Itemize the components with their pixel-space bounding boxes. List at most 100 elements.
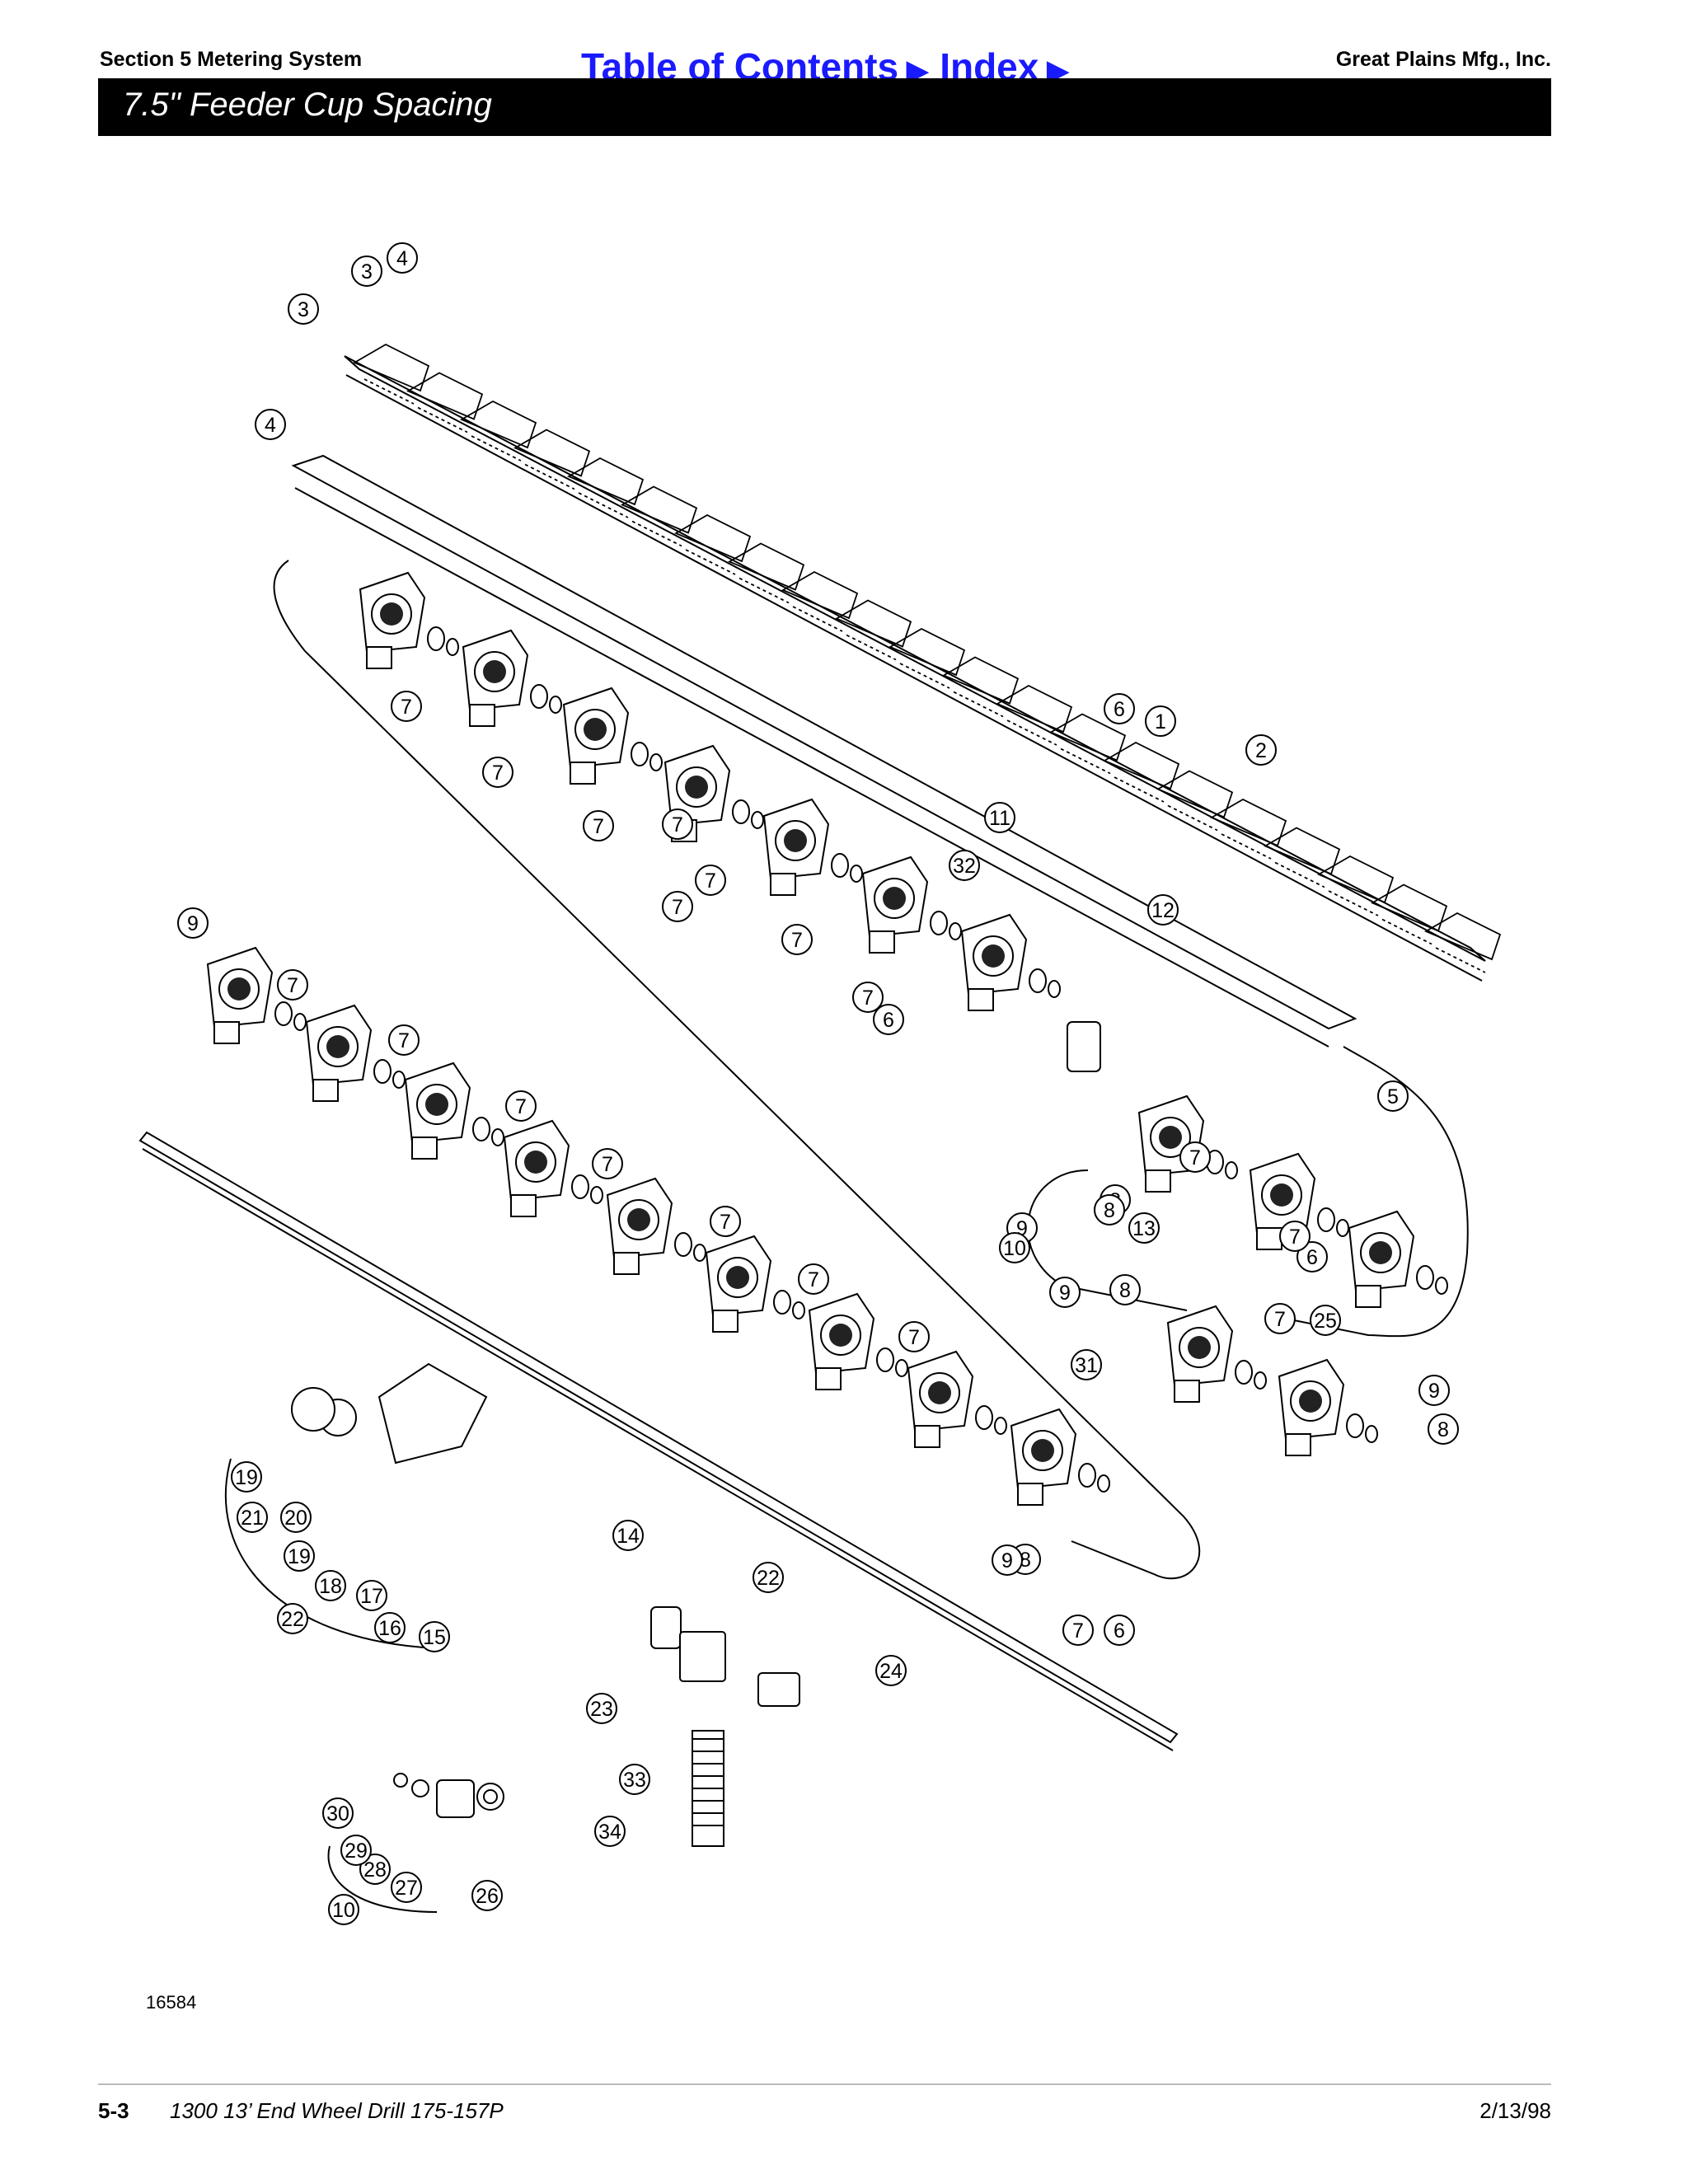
callout-4: 4: [255, 409, 286, 440]
feeder-cup: [808, 1292, 908, 1390]
callout-18: 18: [315, 1570, 346, 1601]
callout-7: 7: [277, 969, 308, 1001]
svg-text:11: 11: [989, 807, 1010, 830]
svg-text:8: 8: [1119, 1279, 1131, 1302]
callout-10: 10: [328, 1894, 359, 1925]
callout-29: 29: [340, 1835, 372, 1866]
page-number: 5-3: [98, 2098, 129, 2123]
callout-25: 25: [1310, 1305, 1341, 1336]
svg-text:12: 12: [1151, 899, 1175, 922]
callout-28: 28: [359, 1854, 391, 1885]
callout-7: 7: [1179, 1141, 1211, 1173]
callout-8: 8: [1094, 1194, 1125, 1226]
feeder-cup: [1348, 1210, 1448, 1308]
feeder-cup: [359, 571, 459, 669]
feeder-cup-row: [206, 571, 1448, 1506]
callout-33: 33: [619, 1764, 650, 1795]
callout-30: 30: [322, 1797, 354, 1829]
callout-7: 7: [798, 1263, 829, 1295]
svg-text:7: 7: [720, 1211, 731, 1234]
svg-text:8: 8: [1104, 1199, 1115, 1222]
callout-16: 16: [374, 1612, 406, 1643]
callout-5: 5: [1377, 1080, 1409, 1112]
svg-text:7: 7: [1072, 1619, 1084, 1643]
callout-34: 34: [594, 1816, 626, 1847]
svg-text:7: 7: [791, 929, 803, 952]
feeder-cup: [1249, 1152, 1349, 1250]
svg-text:17: 17: [360, 1585, 383, 1608]
svg-text:8: 8: [1020, 1549, 1031, 1572]
svg-text:7: 7: [705, 869, 716, 893]
svg-text:19: 19: [235, 1466, 258, 1489]
svg-text:7: 7: [401, 696, 412, 719]
svg-text:7: 7: [908, 1326, 920, 1349]
callout-19: 19: [231, 1461, 262, 1493]
svg-text:7: 7: [672, 813, 683, 837]
section-label: Section 5 Metering System: [100, 48, 363, 71]
callout-7: 7: [505, 1090, 537, 1122]
feeder-cup: [404, 1062, 504, 1160]
hex-shaft: [138, 1131, 1179, 1751]
callout-8: 8: [1428, 1413, 1459, 1445]
svg-text:9: 9: [1059, 1282, 1071, 1305]
callout-31: 31: [1071, 1349, 1102, 1380]
callout-22: 22: [753, 1562, 784, 1593]
svg-text:13: 13: [1132, 1217, 1156, 1240]
callout-24: 24: [875, 1655, 907, 1686]
feeder-cup: [960, 913, 1061, 1011]
svg-text:2: 2: [1255, 739, 1267, 762]
callout-10: 10: [999, 1232, 1030, 1263]
callout-13: 13: [1128, 1212, 1160, 1244]
svg-text:6: 6: [1114, 698, 1125, 721]
feeder-cup: [861, 855, 962, 954]
svg-text:29: 29: [345, 1840, 368, 1863]
callout-7: 7: [1279, 1221, 1311, 1252]
callout-7: 7: [898, 1321, 930, 1352]
callout-9: 9: [1418, 1375, 1450, 1406]
svg-text:25: 25: [1314, 1310, 1337, 1333]
svg-text:15: 15: [423, 1626, 446, 1649]
svg-text:3: 3: [361, 260, 373, 284]
svg-text:7: 7: [862, 987, 874, 1010]
callout-7: 7: [695, 865, 726, 896]
feeder-cup: [1010, 1408, 1110, 1506]
feeder-cup: [762, 798, 863, 896]
svg-text:3: 3: [298, 298, 309, 321]
callout-14: 14: [612, 1520, 644, 1551]
callout-2: 2: [1245, 734, 1277, 766]
svg-text:22: 22: [281, 1608, 304, 1631]
svg-text:7: 7: [672, 896, 683, 919]
svg-text:10: 10: [1003, 1237, 1026, 1260]
callout-6: 6: [1104, 693, 1135, 724]
company-name: Great Plains Mfg., Inc.: [1335, 48, 1551, 71]
svg-text:7: 7: [602, 1153, 613, 1176]
svg-text:22: 22: [757, 1567, 780, 1590]
callout-23: 23: [586, 1693, 617, 1724]
svg-text:7: 7: [1189, 1146, 1201, 1169]
svg-text:6: 6: [883, 1009, 894, 1032]
svg-text:18: 18: [319, 1575, 342, 1598]
svg-text:7: 7: [515, 1095, 527, 1118]
callout-21: 21: [237, 1502, 268, 1533]
callout-7: 7: [583, 810, 614, 841]
svg-text:7: 7: [1274, 1308, 1286, 1331]
callout-9: 9: [1049, 1277, 1081, 1308]
svg-text:6: 6: [1114, 1619, 1125, 1643]
callout-22: 22: [277, 1603, 308, 1634]
revision-date: 2/13/98: [1479, 2098, 1551, 2123]
callout-layer: 1233445666677777777777777777778888899999…: [177, 242, 1459, 1925]
svg-text:32: 32: [953, 855, 976, 878]
svg-text:33: 33: [623, 1769, 646, 1792]
callout-7: 7: [1264, 1303, 1296, 1334]
feeder-cup: [705, 1235, 805, 1333]
svg-text:8: 8: [1437, 1418, 1449, 1441]
callout-3: 3: [288, 293, 319, 325]
footer-divider: [98, 2083, 1551, 2085]
svg-text:28: 28: [363, 1858, 387, 1882]
svg-text:9: 9: [187, 912, 199, 935]
svg-text:21: 21: [241, 1507, 264, 1530]
drive-detail-parts: [291, 1021, 1101, 1847]
svg-text:6: 6: [1306, 1246, 1318, 1269]
title-bar: 7.5" Feeder Cup Spacing: [98, 78, 1551, 136]
